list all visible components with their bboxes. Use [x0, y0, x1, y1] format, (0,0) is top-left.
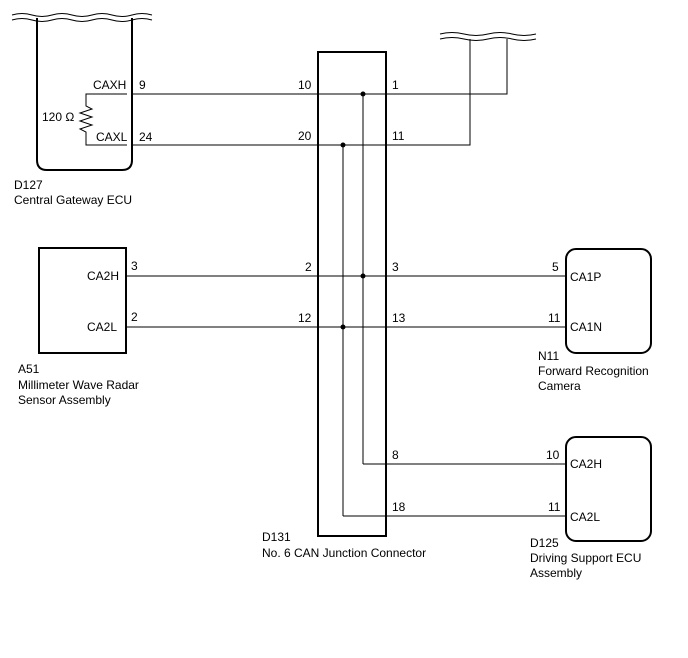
gateway-name: Central Gateway ECU — [14, 193, 132, 207]
camera-pin-number-ca1p: 5 — [552, 260, 559, 274]
junction-dot — [360, 91, 366, 97]
junction-id: D131 — [262, 530, 291, 544]
gateway-break-mark-2 — [11, 18, 153, 22]
upper-break-mark-2 — [439, 37, 537, 41]
junction-pin-20: 20 — [298, 129, 312, 143]
camera-pin-label-ca1p: CA1P — [570, 270, 601, 284]
junction-dot — [340, 142, 346, 148]
camera-name-line1: Forward Recognition — [538, 364, 649, 378]
camera-name-line2: Camera — [538, 379, 581, 393]
radar-sensor-assembly: CA2H CA2L 3 2 A51 Millimeter Wave Radar … — [18, 247, 139, 407]
junction-dot — [360, 273, 366, 279]
pin-number-caxl: 24 — [139, 130, 153, 144]
radar-pin-number-ca2h: 3 — [131, 259, 138, 273]
junction-dot — [340, 324, 346, 330]
wiring — [126, 32, 566, 517]
terminating-resistor — [78, 93, 127, 146]
radar-sensor-box — [38, 247, 127, 354]
wire-out-pin1 — [363, 39, 508, 95]
gateway-ecu-outline — [36, 18, 133, 171]
junction-name: No. 6 CAN Junction Connector — [262, 546, 426, 560]
pin-label-caxl: CAXL — [96, 130, 128, 144]
junction-pin-10: 10 — [298, 78, 312, 92]
junction-pin-11: 11 — [392, 129, 405, 143]
gateway-break-mark — [11, 13, 153, 17]
central-gateway-ecu: 120 Ω CAXH CAXL 9 24 D127 Central Gatewa… — [11, 13, 153, 207]
junction-pin-18: 18 — [392, 500, 406, 514]
can-junction-connector: 10 20 2 12 1 11 3 13 8 18 D131 No. 6 CAN… — [262, 51, 426, 560]
radar-name-line2: Sensor Assembly — [18, 393, 111, 407]
camera-id: N11 — [538, 349, 559, 363]
junction-pin-8: 8 — [392, 448, 399, 462]
driving-pin-number-ca2l: 11 — [548, 500, 561, 514]
driving-support-ecu: CA2H CA2L 10 11 D125 Driving Support ECU… — [530, 436, 652, 580]
driving-pin-number-ca2h: 10 — [546, 448, 560, 462]
radar-pin-label-ca2l: CA2L — [87, 320, 117, 334]
junction-pin-12: 12 — [298, 311, 312, 325]
camera-box — [565, 248, 652, 354]
driving-id: D125 — [530, 536, 559, 550]
pin-label-caxh: CAXH — [93, 78, 126, 92]
junction-pin-1: 1 — [392, 78, 399, 92]
driving-name-line1: Driving Support ECU — [530, 551, 641, 565]
camera-pin-label-ca1n: CA1N — [570, 320, 602, 334]
driving-support-box — [565, 436, 652, 542]
driving-pin-label-ca2l: CA2L — [570, 510, 600, 524]
upper-break-mark — [439, 32, 537, 36]
driving-name-line2: Assembly — [530, 566, 582, 580]
pin-number-caxh: 9 — [139, 78, 146, 92]
resistor-value: 120 Ω — [42, 110, 74, 124]
radar-name-line1: Millimeter Wave Radar — [18, 378, 139, 392]
junction-connector-box — [317, 51, 387, 537]
driving-pin-label-ca2h: CA2H — [570, 457, 602, 471]
radar-pin-number-ca2l: 2 — [131, 310, 138, 324]
junction-pin-2: 2 — [305, 260, 312, 274]
wire-out-pin11 — [343, 39, 471, 146]
junction-pin-13: 13 — [392, 311, 406, 325]
gateway-id: D127 — [14, 178, 43, 192]
junction-pin-3: 3 — [392, 260, 399, 274]
camera-pin-number-ca1n: 11 — [548, 311, 561, 325]
radar-id: A51 — [18, 362, 40, 376]
radar-pin-label-ca2h: CA2H — [87, 269, 119, 283]
forward-recognition-camera: CA1P CA1N 5 11 N11 Forward Recognition C… — [538, 248, 652, 393]
